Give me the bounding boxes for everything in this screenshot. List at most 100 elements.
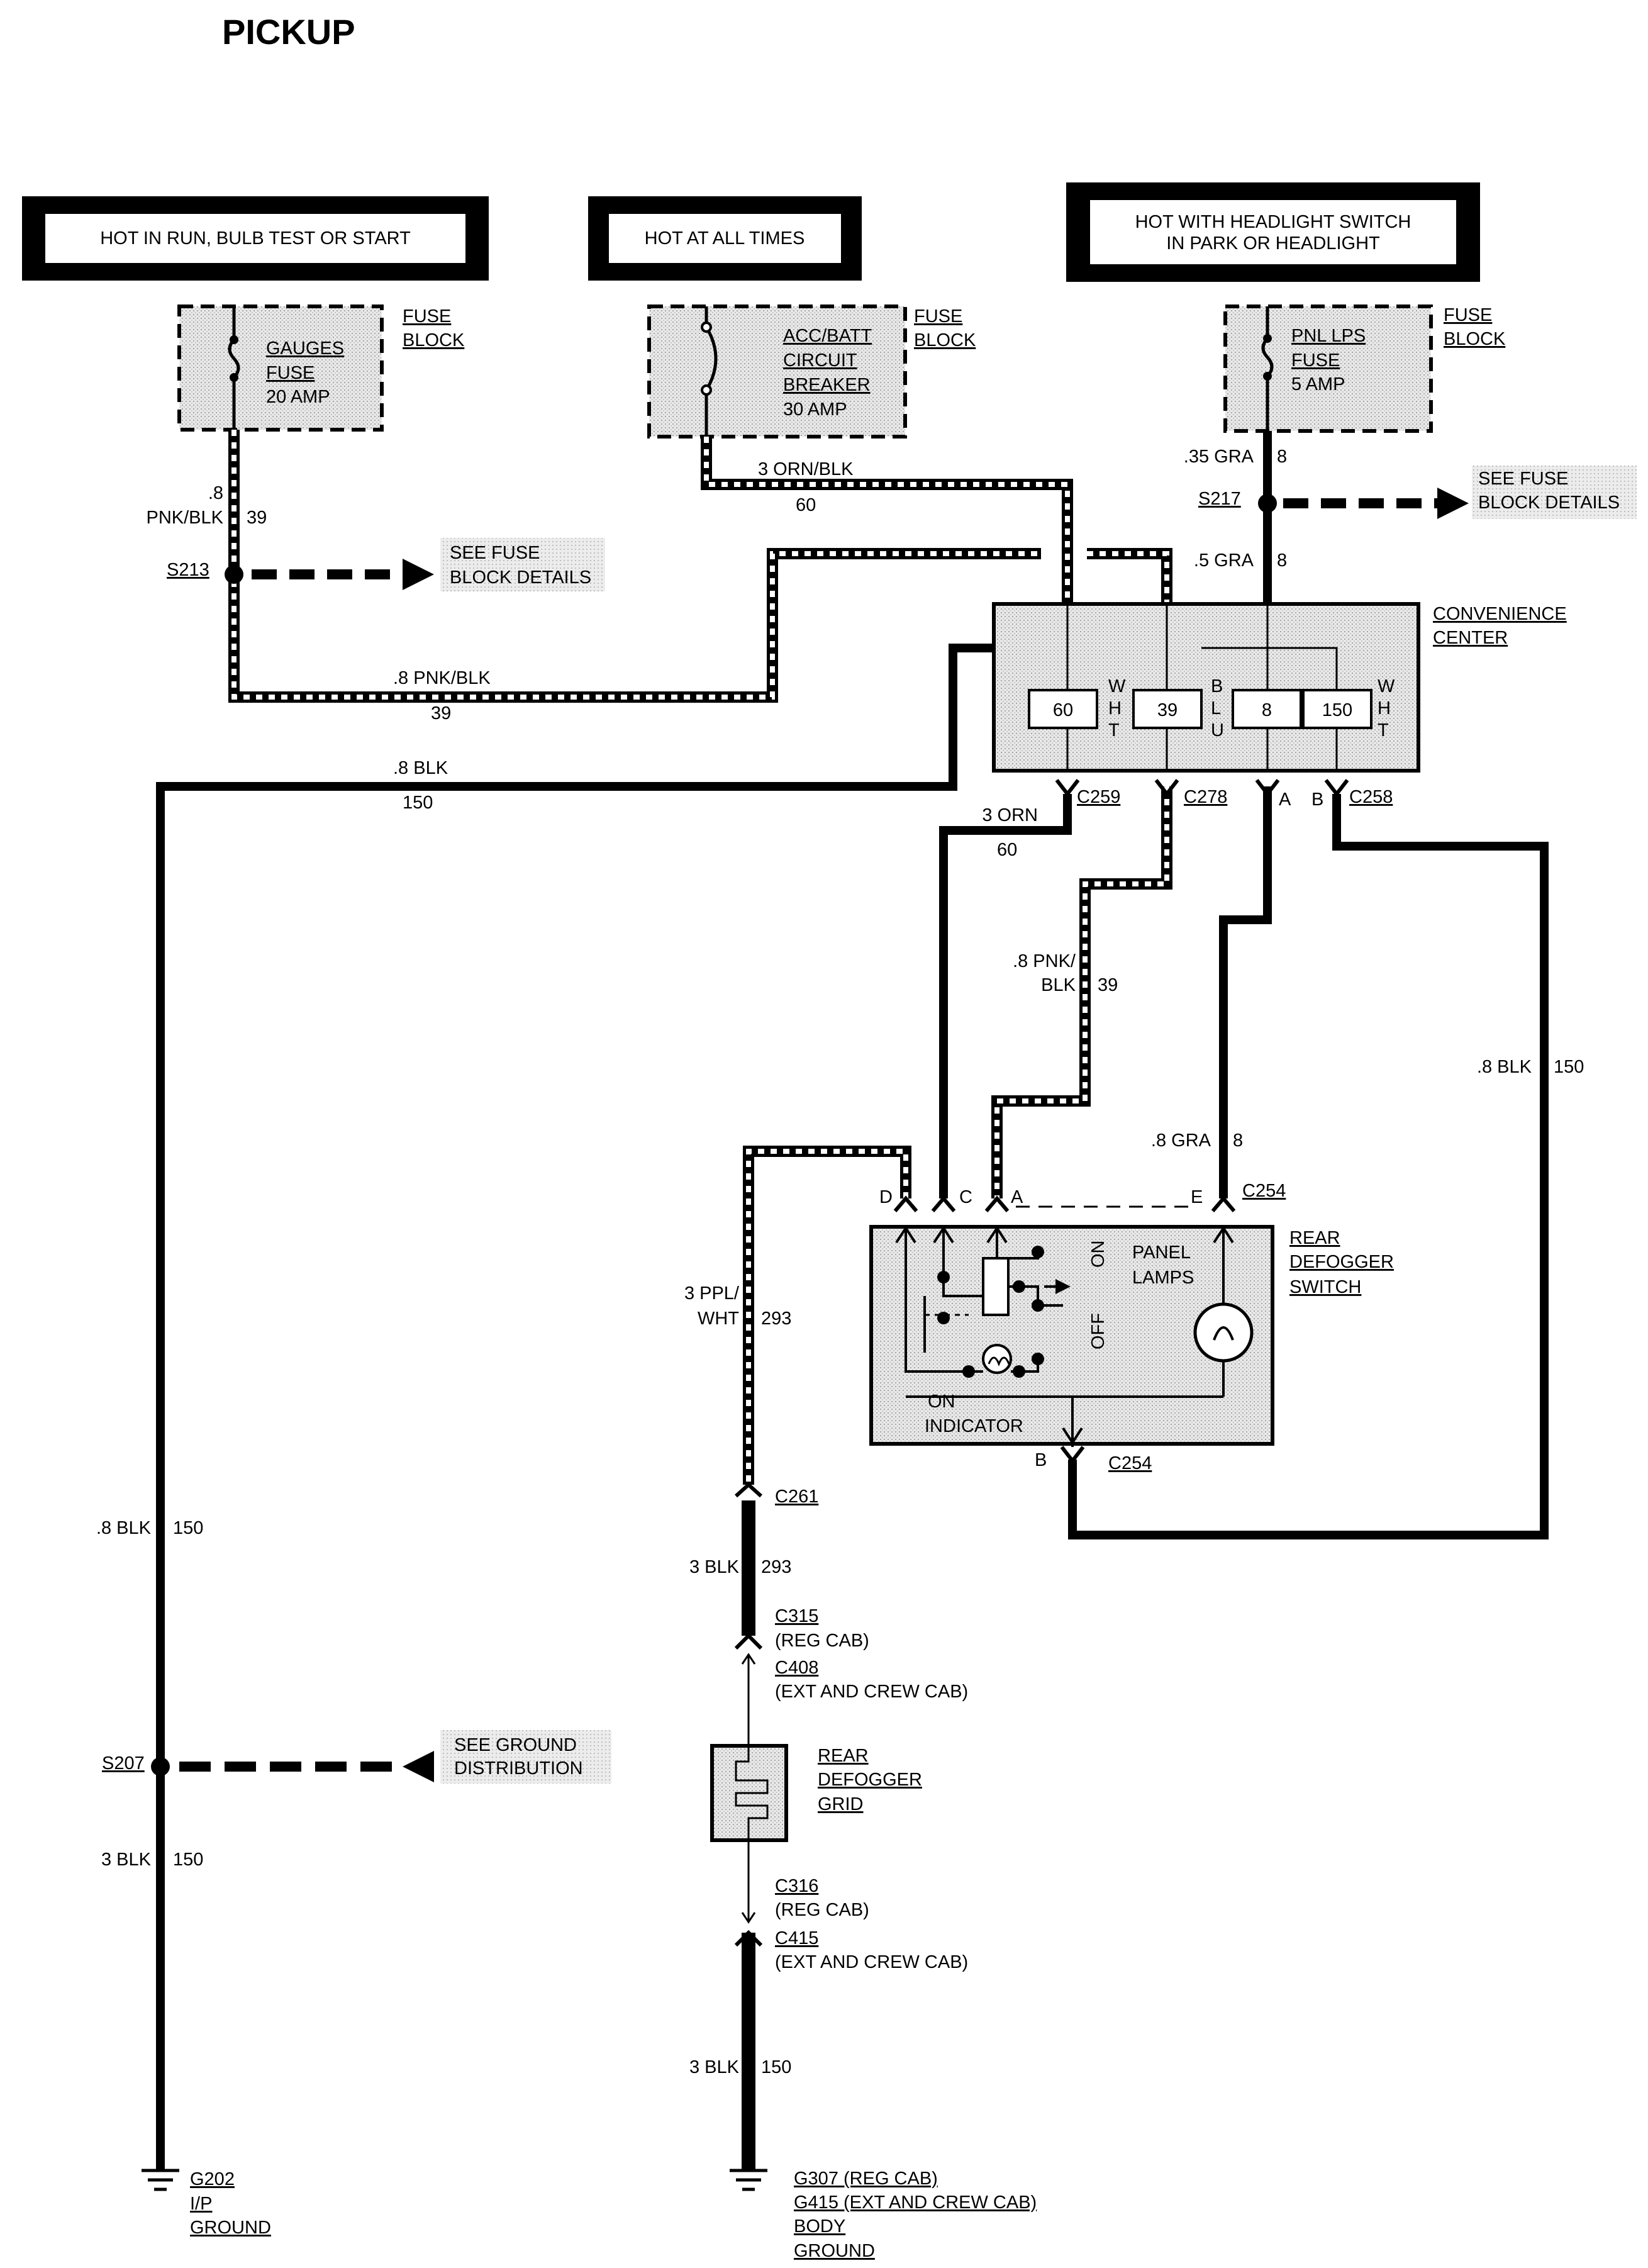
svg-text:C316: C316 — [775, 1876, 818, 1896]
svg-text:150: 150 — [1554, 1057, 1584, 1077]
splice-s213 — [225, 565, 243, 584]
svg-text:CENTER: CENTER — [1433, 628, 1508, 648]
svg-text:PNK/BLK: PNK/BLK — [147, 508, 224, 528]
svg-text:L: L — [1211, 698, 1221, 718]
switch-connectors-top — [893, 1195, 1236, 1212]
svg-text:ACC/BATT: ACC/BATT — [783, 326, 872, 346]
svg-text:BLOCK: BLOCK — [1444, 329, 1506, 349]
svg-text:B: B — [1035, 1450, 1047, 1470]
wire-293 — [742, 1146, 911, 1636]
svg-text:S207: S207 — [102, 1753, 145, 1774]
svg-text:INDICATOR: INDICATOR — [925, 1416, 1023, 1436]
svg-text:C415: C415 — [775, 1928, 818, 1948]
svg-text:W: W — [1378, 676, 1395, 696]
svg-text:FUSE: FUSE — [1291, 350, 1340, 371]
power-source-all-times: HOT AT ALL TIMES — [588, 196, 862, 281]
svg-text:B: B — [1311, 790, 1323, 810]
svg-text:150: 150 — [173, 1850, 203, 1870]
svg-text:C315: C315 — [775, 1606, 818, 1626]
rear-defogger-grid — [710, 1744, 788, 1842]
svg-text:BODY: BODY — [794, 2216, 845, 2237]
svg-text:C261: C261 — [775, 1487, 818, 1507]
svg-text:FUSE: FUSE — [1444, 305, 1492, 325]
svg-text:150: 150 — [761, 2057, 791, 2077]
svg-text:39: 39 — [1157, 700, 1178, 720]
wire-60 — [701, 437, 1073, 604]
svg-text:B: B — [1211, 676, 1223, 696]
svg-text:.5 GRA: .5 GRA — [1194, 550, 1254, 571]
svg-text:150: 150 — [403, 793, 433, 813]
svg-text:293: 293 — [761, 1557, 791, 1577]
svg-text:WHT: WHT — [698, 1309, 739, 1329]
svg-text:8: 8 — [1277, 550, 1287, 571]
ground-g307 — [730, 2169, 767, 2191]
power-source-run: HOT IN RUN, BULB TEST OR START — [22, 196, 489, 281]
svg-text:.8 GRA: .8 GRA — [1151, 1131, 1211, 1151]
acc-batt-breaker: ACC/BATT CIRCUIT BREAKER 30 AMP — [647, 304, 907, 439]
svg-text:H: H — [1378, 698, 1391, 718]
svg-text:GROUND: GROUND — [794, 2241, 875, 2261]
svg-text:BLOCK: BLOCK — [403, 330, 465, 350]
svg-text:E: E — [1191, 1187, 1203, 1207]
svg-text:GAUGES: GAUGES — [266, 338, 344, 359]
svg-text:SEE GROUND: SEE GROUND — [454, 1735, 577, 1755]
svg-text:G307 (REG CAB): G307 (REG CAB) — [794, 2169, 938, 2189]
svg-text:C254: C254 — [1108, 1453, 1152, 1473]
svg-text:8: 8 — [1262, 700, 1272, 720]
svg-text:PANEL: PANEL — [1132, 1243, 1191, 1263]
svg-text:8: 8 — [1277, 447, 1287, 467]
svg-text:T: T — [1108, 720, 1120, 740]
svg-text:DEFOGGER: DEFOGGER — [1289, 1252, 1394, 1272]
svg-text:IN PARK OR HEADLIGHT: IN PARK OR HEADLIGHT — [1166, 233, 1380, 254]
svg-text:ON: ON — [928, 1392, 955, 1412]
svg-text:.8 PNK/BLK: .8 PNK/BLK — [393, 668, 491, 688]
svg-text:PNL LPS: PNL LPS — [1291, 326, 1366, 346]
svg-text:CIRCUIT: CIRCUIT — [783, 350, 857, 371]
svg-text:60: 60 — [997, 840, 1017, 860]
svg-text:T: T — [1378, 720, 1389, 740]
svg-text:HOT WITH HEADLIGHT SWITCH: HOT WITH HEADLIGHT SWITCH — [1135, 212, 1411, 232]
svg-text:(REG CAB): (REG CAB) — [775, 1631, 869, 1651]
svg-text:.35 GRA: .35 GRA — [1184, 447, 1254, 467]
ground-g202 — [142, 2169, 179, 2191]
svg-text:DISTRIBUTION: DISTRIBUTION — [454, 1758, 583, 1779]
svg-text:FUSE: FUSE — [914, 306, 962, 327]
svg-text:GROUND: GROUND — [190, 2218, 271, 2238]
wire-150 — [156, 644, 1549, 2170]
svg-text:HOT AT ALL TIMES: HOT AT ALL TIMES — [645, 228, 805, 249]
svg-text:C259: C259 — [1077, 787, 1120, 807]
svg-text:BREAKER: BREAKER — [783, 375, 871, 395]
svg-text:60: 60 — [1053, 700, 1073, 720]
svg-text:G202: G202 — [190, 2169, 235, 2189]
svg-text:3 PPL/: 3 PPL/ — [684, 1283, 740, 1304]
svg-text:39: 39 — [431, 703, 451, 723]
splice-s217 — [1258, 494, 1277, 513]
svg-text:.8 BLK: .8 BLK — [96, 1518, 152, 1538]
svg-text:BLOCK DETAILS: BLOCK DETAILS — [450, 567, 591, 588]
svg-text:G415 (EXT AND CREW CAB): G415 (EXT AND CREW CAB) — [794, 2193, 1037, 2213]
svg-text:.8 BLK: .8 BLK — [1477, 1057, 1532, 1077]
svg-text:HOT IN RUN, BULB TEST OR START: HOT IN RUN, BULB TEST OR START — [100, 228, 411, 249]
svg-text:C258: C258 — [1349, 787, 1393, 807]
wire-60-orn — [939, 794, 1072, 1198]
svg-text:C408: C408 — [775, 1658, 818, 1678]
svg-text:.8: .8 — [208, 483, 223, 503]
svg-text:D: D — [879, 1187, 893, 1207]
svg-text:FUSE: FUSE — [266, 363, 315, 383]
convenience-center: 60 39 8 150 W H T B L U W H T — [992, 602, 1420, 773]
svg-text:CONVENIENCE: CONVENIENCE — [1433, 604, 1567, 624]
page-title: PICKUP — [222, 12, 355, 52]
svg-text:3 BLK: 3 BLK — [689, 1557, 740, 1577]
svg-text:ON: ON — [1088, 1241, 1108, 1268]
svg-text:H: H — [1108, 698, 1122, 718]
svg-text:(REG CAB): (REG CAB) — [775, 1900, 869, 1920]
svg-text:SEE FUSE: SEE FUSE — [1478, 469, 1568, 489]
svg-text:BLOCK DETAILS: BLOCK DETAILS — [1478, 493, 1620, 513]
svg-text:REAR: REAR — [818, 1746, 869, 1766]
svg-text:39: 39 — [1098, 975, 1118, 995]
svg-text:BLOCK: BLOCK — [914, 330, 976, 350]
svg-text:60: 60 — [796, 495, 816, 515]
svg-text:A: A — [1279, 790, 1291, 810]
fuse-block-label: FUSE — [403, 306, 451, 327]
svg-text:3 BLK: 3 BLK — [689, 2057, 740, 2077]
